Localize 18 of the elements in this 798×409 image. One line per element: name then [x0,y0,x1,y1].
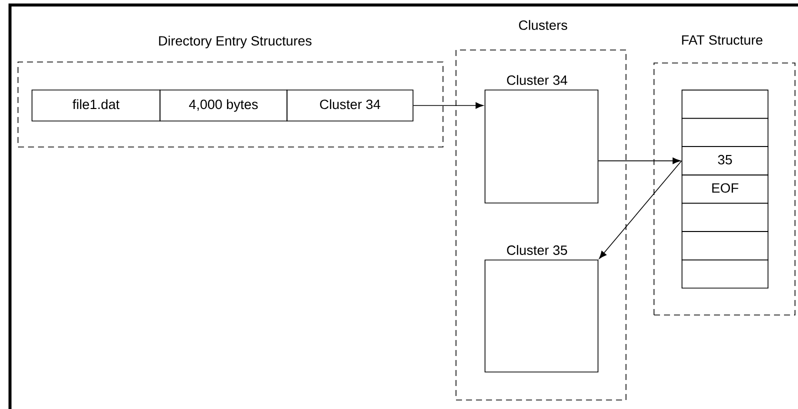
heading: FAT Structure [682,35,762,45]
table-cell: Cluster 34 [286,90,414,122]
empty-cell [682,202,768,232]
empty-cell [682,259,768,289]
table-cell: file1.dat [32,90,160,122]
arrow [599,160,682,259]
empty-cell [682,118,768,147]
arrow [413,102,484,109]
empty-cell [682,231,768,260]
table-cell: EOF [682,174,768,204]
heading: Directory Entry Structures [159,36,312,48]
empty-cell [682,90,768,119]
arrow [598,158,680,164]
heading: Cluster 34 [507,75,568,85]
table-cell: 4,000 bytes [160,90,288,122]
table-cell: 35 [682,146,768,176]
heading: Clusters [519,20,568,30]
heading: Cluster 35 [507,245,568,255]
